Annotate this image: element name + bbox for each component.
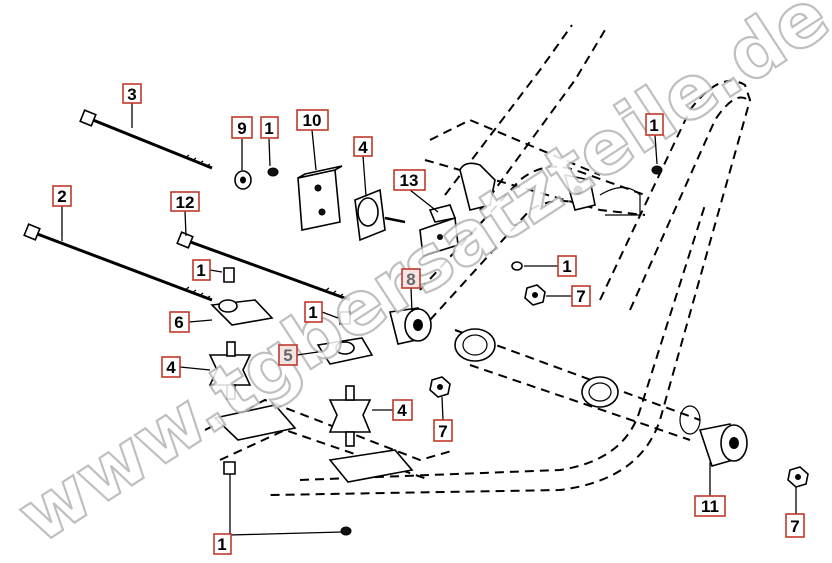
svg-text:3: 3 xyxy=(127,85,136,104)
leader-lines xyxy=(61,103,797,536)
callout-1: 1 xyxy=(645,113,664,136)
svg-text:13: 13 xyxy=(400,171,419,190)
callout-7: 7 xyxy=(785,513,805,538)
tube-sleeves xyxy=(454,328,701,435)
svg-text:1: 1 xyxy=(264,119,273,138)
callout-2: 2 xyxy=(52,185,72,207)
svg-text:1: 1 xyxy=(196,261,205,280)
rubber-mount-4-upper xyxy=(354,188,406,242)
plate-10 xyxy=(297,165,343,231)
svg-text:1: 1 xyxy=(649,116,658,135)
bolt-3 xyxy=(79,109,213,171)
nut-1-upper-left xyxy=(267,167,279,177)
callout-12: 12 xyxy=(170,191,200,212)
washer-9 xyxy=(234,170,252,190)
bushing-11 xyxy=(698,423,748,467)
callout-11: 11 xyxy=(694,495,726,517)
svg-text:1: 1 xyxy=(308,303,317,322)
bushing-8 xyxy=(389,307,432,345)
nut-7-middle xyxy=(429,376,451,398)
callout-1: 1 xyxy=(192,259,211,281)
callout-8: 8 xyxy=(401,268,421,289)
rubber-mount-4-left xyxy=(208,341,252,400)
svg-text:2: 2 xyxy=(57,187,66,206)
nut-1-bottom xyxy=(340,526,352,536)
nut-7-lower xyxy=(787,466,809,488)
callout-5: 5 xyxy=(278,344,298,366)
svg-text:4: 4 xyxy=(358,138,368,157)
nut-1-center xyxy=(339,311,351,325)
callout-7: 7 xyxy=(571,285,591,307)
svg-text:6: 6 xyxy=(174,313,183,332)
callout-7: 7 xyxy=(433,419,453,442)
callout-9: 9 xyxy=(231,116,253,139)
svg-text:7: 7 xyxy=(576,287,585,306)
callout-1: 1 xyxy=(304,301,323,323)
callout-10: 10 xyxy=(296,109,329,131)
nut-7-upper xyxy=(524,284,546,306)
callout-3: 3 xyxy=(122,83,142,104)
callout-1: 1 xyxy=(213,533,232,555)
svg-text:10: 10 xyxy=(303,111,322,130)
callout-4: 4 xyxy=(392,399,413,421)
svg-text:4: 4 xyxy=(397,401,407,420)
svg-text:9: 9 xyxy=(237,119,246,138)
callout-4: 4 xyxy=(353,136,373,157)
nut-1-left xyxy=(223,267,235,283)
callout-13: 13 xyxy=(393,169,426,191)
lower-mount-plates xyxy=(213,404,414,483)
callout-labels: 3 9 1 10 4 13 1 2 xyxy=(52,83,805,555)
svg-text:5: 5 xyxy=(283,346,292,365)
clamp-5 xyxy=(316,337,374,365)
bolt-2 xyxy=(23,223,213,302)
callout-1: 1 xyxy=(260,116,279,139)
svg-text:7: 7 xyxy=(790,517,799,536)
svg-text:1: 1 xyxy=(562,257,571,276)
svg-text:12: 12 xyxy=(176,193,195,212)
bolt-12 xyxy=(176,231,351,302)
rubber-mount-4-center xyxy=(328,385,372,447)
nut-1-mid xyxy=(511,261,523,271)
nut-1-top-right xyxy=(651,165,663,175)
upper-bracket xyxy=(459,162,641,216)
callout-6: 6 xyxy=(169,311,190,333)
callout-1: 1 xyxy=(557,255,577,277)
nut-1-bottom-left xyxy=(223,461,236,475)
clamp-6 xyxy=(210,299,274,326)
svg-text:1: 1 xyxy=(217,535,226,554)
svg-text:4: 4 xyxy=(166,358,176,377)
svg-text:11: 11 xyxy=(701,497,719,516)
callout-4: 4 xyxy=(161,356,181,378)
svg-text:7: 7 xyxy=(438,422,447,441)
svg-text:8: 8 xyxy=(406,270,415,289)
bracket-13 xyxy=(419,204,459,258)
